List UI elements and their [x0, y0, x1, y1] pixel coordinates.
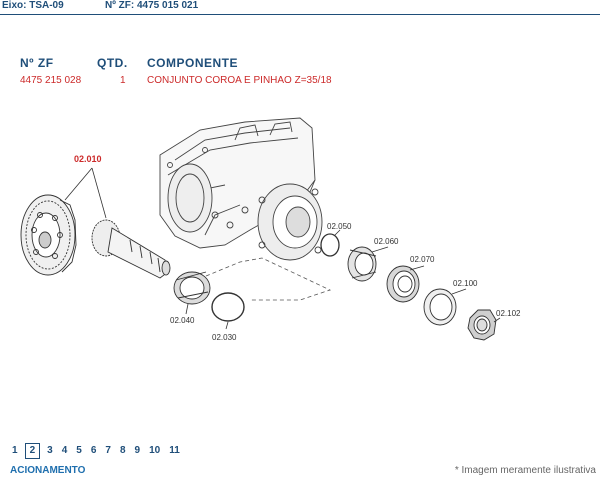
label-02-100: 02.100	[453, 279, 478, 288]
label-02-050: 02.050	[327, 222, 352, 231]
page-link-3[interactable]: 3	[47, 445, 53, 456]
header-divider	[0, 14, 600, 15]
illustrative-image-note: * Imagem meramente ilustrativa	[454, 465, 596, 476]
axle-label: Eixo: TSA-09	[2, 0, 64, 11]
page-link-4[interactable]: 4	[61, 445, 68, 456]
page-link-2-current[interactable]: 2	[24, 443, 41, 459]
ring-02-050	[320, 233, 340, 257]
callout-lines	[64, 167, 501, 330]
ring-02-100	[423, 288, 457, 326]
page-link-9[interactable]: 9	[134, 445, 141, 456]
page-link-8[interactable]: 8	[119, 445, 126, 456]
page-link-1[interactable]: 1	[12, 445, 18, 456]
axle-housing	[159, 117, 316, 249]
zf-number-label: Nº ZF: 4475 015 021	[105, 0, 199, 11]
column-header-zf: Nº ZF	[20, 56, 54, 70]
label-02-060: 02.060	[374, 237, 399, 246]
acionamento-link[interactable]: ACIONAMENTO	[10, 465, 86, 476]
row-quantity: 1	[120, 75, 126, 86]
row-zf-number: 4475 215 028	[20, 75, 82, 86]
label-02-010: 02.010	[74, 154, 102, 164]
column-header-qtd: QTD.	[97, 56, 128, 70]
seal-02-070	[386, 265, 420, 303]
exploded-parts-diagram: 02.010 02.040 02.030 02.050 02.060 02.07…	[20, 117, 521, 342]
bearing-02-060	[347, 246, 377, 282]
label-02-030: 02.030	[212, 333, 237, 342]
crown-gear	[20, 194, 77, 276]
page-link-10[interactable]: 10	[149, 445, 161, 456]
assembly-guide-line	[205, 257, 332, 301]
ring-02-030	[211, 292, 245, 322]
pagination: 1 2 3 4 5 6 7 8 9 10 11	[12, 443, 189, 459]
nut-02-102	[467, 309, 497, 341]
column-header-componente: COMPONENTE	[147, 56, 239, 70]
pinion-shaft	[91, 219, 171, 279]
page-link-11[interactable]: 11	[169, 445, 180, 456]
page-link-6[interactable]: 6	[90, 445, 97, 456]
page-header: Eixo: TSA-09 Nº ZF: 4475 015 021	[0, 0, 600, 14]
page-link-7[interactable]: 7	[105, 445, 111, 456]
label-02-040: 02.040	[170, 316, 195, 325]
bearing-02-040	[173, 271, 211, 305]
page-link-5[interactable]: 5	[76, 445, 82, 456]
label-02-102: 02.102	[496, 309, 521, 318]
row-component: CONJUNTO COROA E PINHAO Z=35/18	[147, 75, 332, 86]
label-02-070: 02.070	[410, 255, 435, 264]
pinion-carrier	[257, 183, 323, 261]
